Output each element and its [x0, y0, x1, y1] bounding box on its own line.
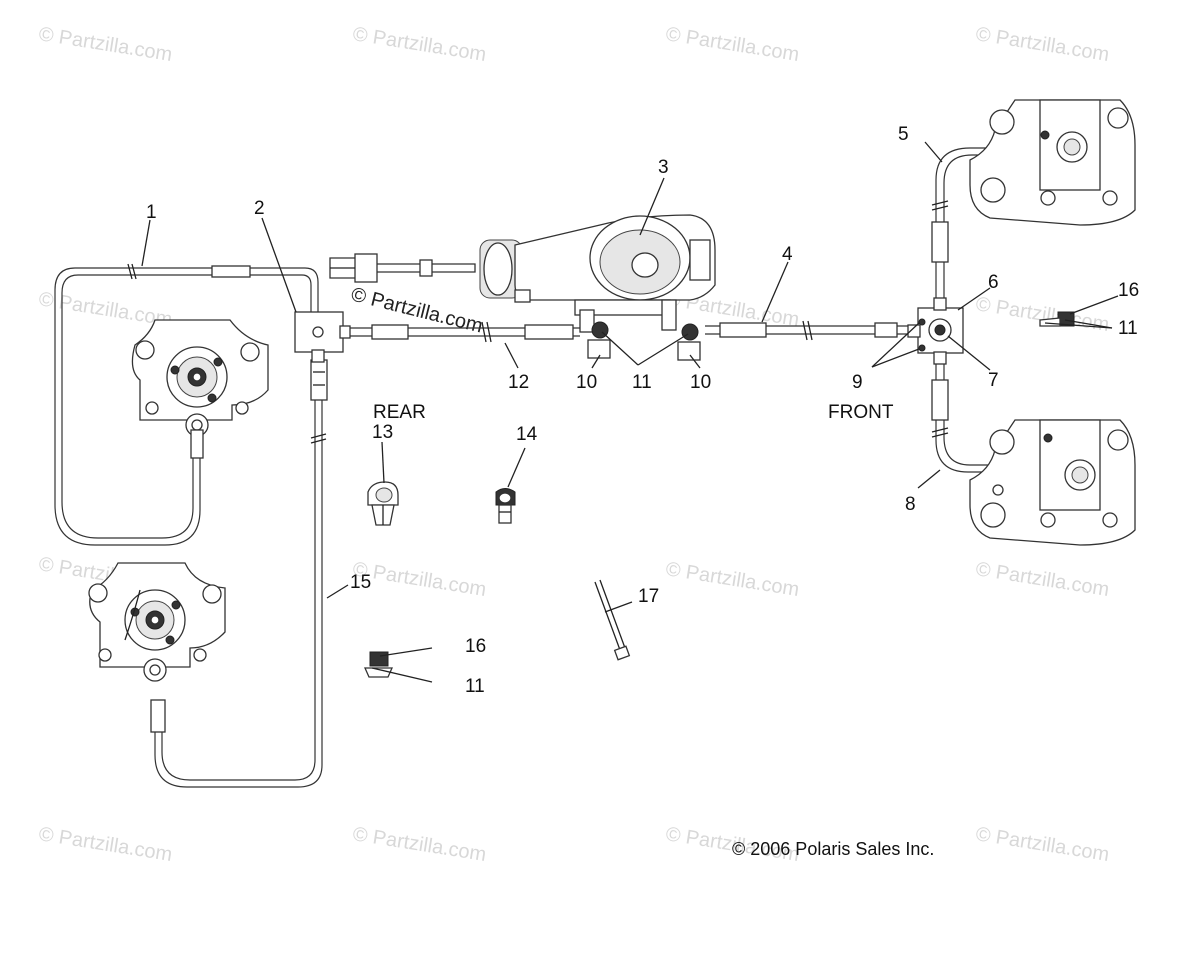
- callout-11: 11: [465, 676, 485, 697]
- callout-17: 17: [638, 586, 659, 607]
- clip-14: [495, 488, 516, 524]
- callouts: 1 2 3 4 5 6 7 8 9 10 10 11 12 13 14 15 1…: [146, 124, 1139, 697]
- rear-brake-line-12: [350, 321, 580, 343]
- fastener-16-11-left: [363, 651, 394, 678]
- callout-10: 10: [576, 372, 597, 393]
- front-junction-block: [907, 297, 964, 365]
- inline-watermark: © Partzilla.com: [349, 284, 485, 338]
- watermark: © Partzilla.com: [37, 823, 174, 866]
- callout-7: 7: [988, 370, 999, 391]
- bolt-17: [594, 579, 631, 661]
- watermark: © Partzilla.com: [664, 558, 801, 601]
- watermark: © Partzilla.com: [664, 23, 801, 66]
- callout-4: 4: [782, 244, 793, 265]
- watermark: © Partzilla.com: [974, 558, 1111, 601]
- master-cylinder: [329, 214, 716, 361]
- callout-3: 3: [658, 157, 669, 178]
- rear-caliper-upper: [131, 319, 269, 459]
- clip-13: [367, 481, 399, 526]
- rear-junction-block: [294, 311, 351, 363]
- callout-13: 13: [372, 422, 393, 443]
- callout-6: 6: [988, 272, 999, 293]
- watermark: © Partzilla.com: [351, 823, 488, 866]
- leader-lines: [141, 141, 1119, 683]
- callout-12: 12: [508, 372, 529, 393]
- rear-label: REAR: [373, 402, 426, 423]
- callout-2: 2: [254, 198, 265, 219]
- watermark: © Partzilla.com: [351, 23, 488, 66]
- callout-14: 14: [516, 424, 538, 445]
- front-caliper-lower: [969, 419, 1136, 546]
- callout-8: 8: [905, 494, 916, 515]
- front-label: FRONT: [828, 402, 894, 423]
- front-caliper-upper: [969, 99, 1136, 226]
- copyright: © 2006 Polaris Sales Inc.: [732, 839, 934, 859]
- fastener-16-11-right: [1039, 311, 1075, 327]
- watermark: © Partzilla.com: [351, 558, 488, 601]
- callout-15: 15: [350, 572, 371, 593]
- front-brake-line-4: [705, 320, 910, 341]
- watermark: © Partzilla.com: [974, 293, 1111, 336]
- callout-10: 10: [690, 372, 711, 393]
- callout-16: 16: [1118, 280, 1139, 301]
- callout-1: 1: [146, 202, 157, 223]
- callout-11: 11: [632, 372, 652, 393]
- callout-5: 5: [898, 124, 909, 145]
- rear-brake-line-1: [54, 263, 319, 546]
- watermark: © Partzilla.com: [974, 823, 1111, 866]
- watermark: © Partzilla.com: [37, 23, 174, 66]
- callout-9: 9: [852, 372, 863, 393]
- rear-caliper-lower: [88, 562, 226, 682]
- callout-11: 11: [1118, 318, 1138, 339]
- watermark: © Partzilla.com: [974, 23, 1111, 66]
- callout-16: 16: [465, 636, 486, 657]
